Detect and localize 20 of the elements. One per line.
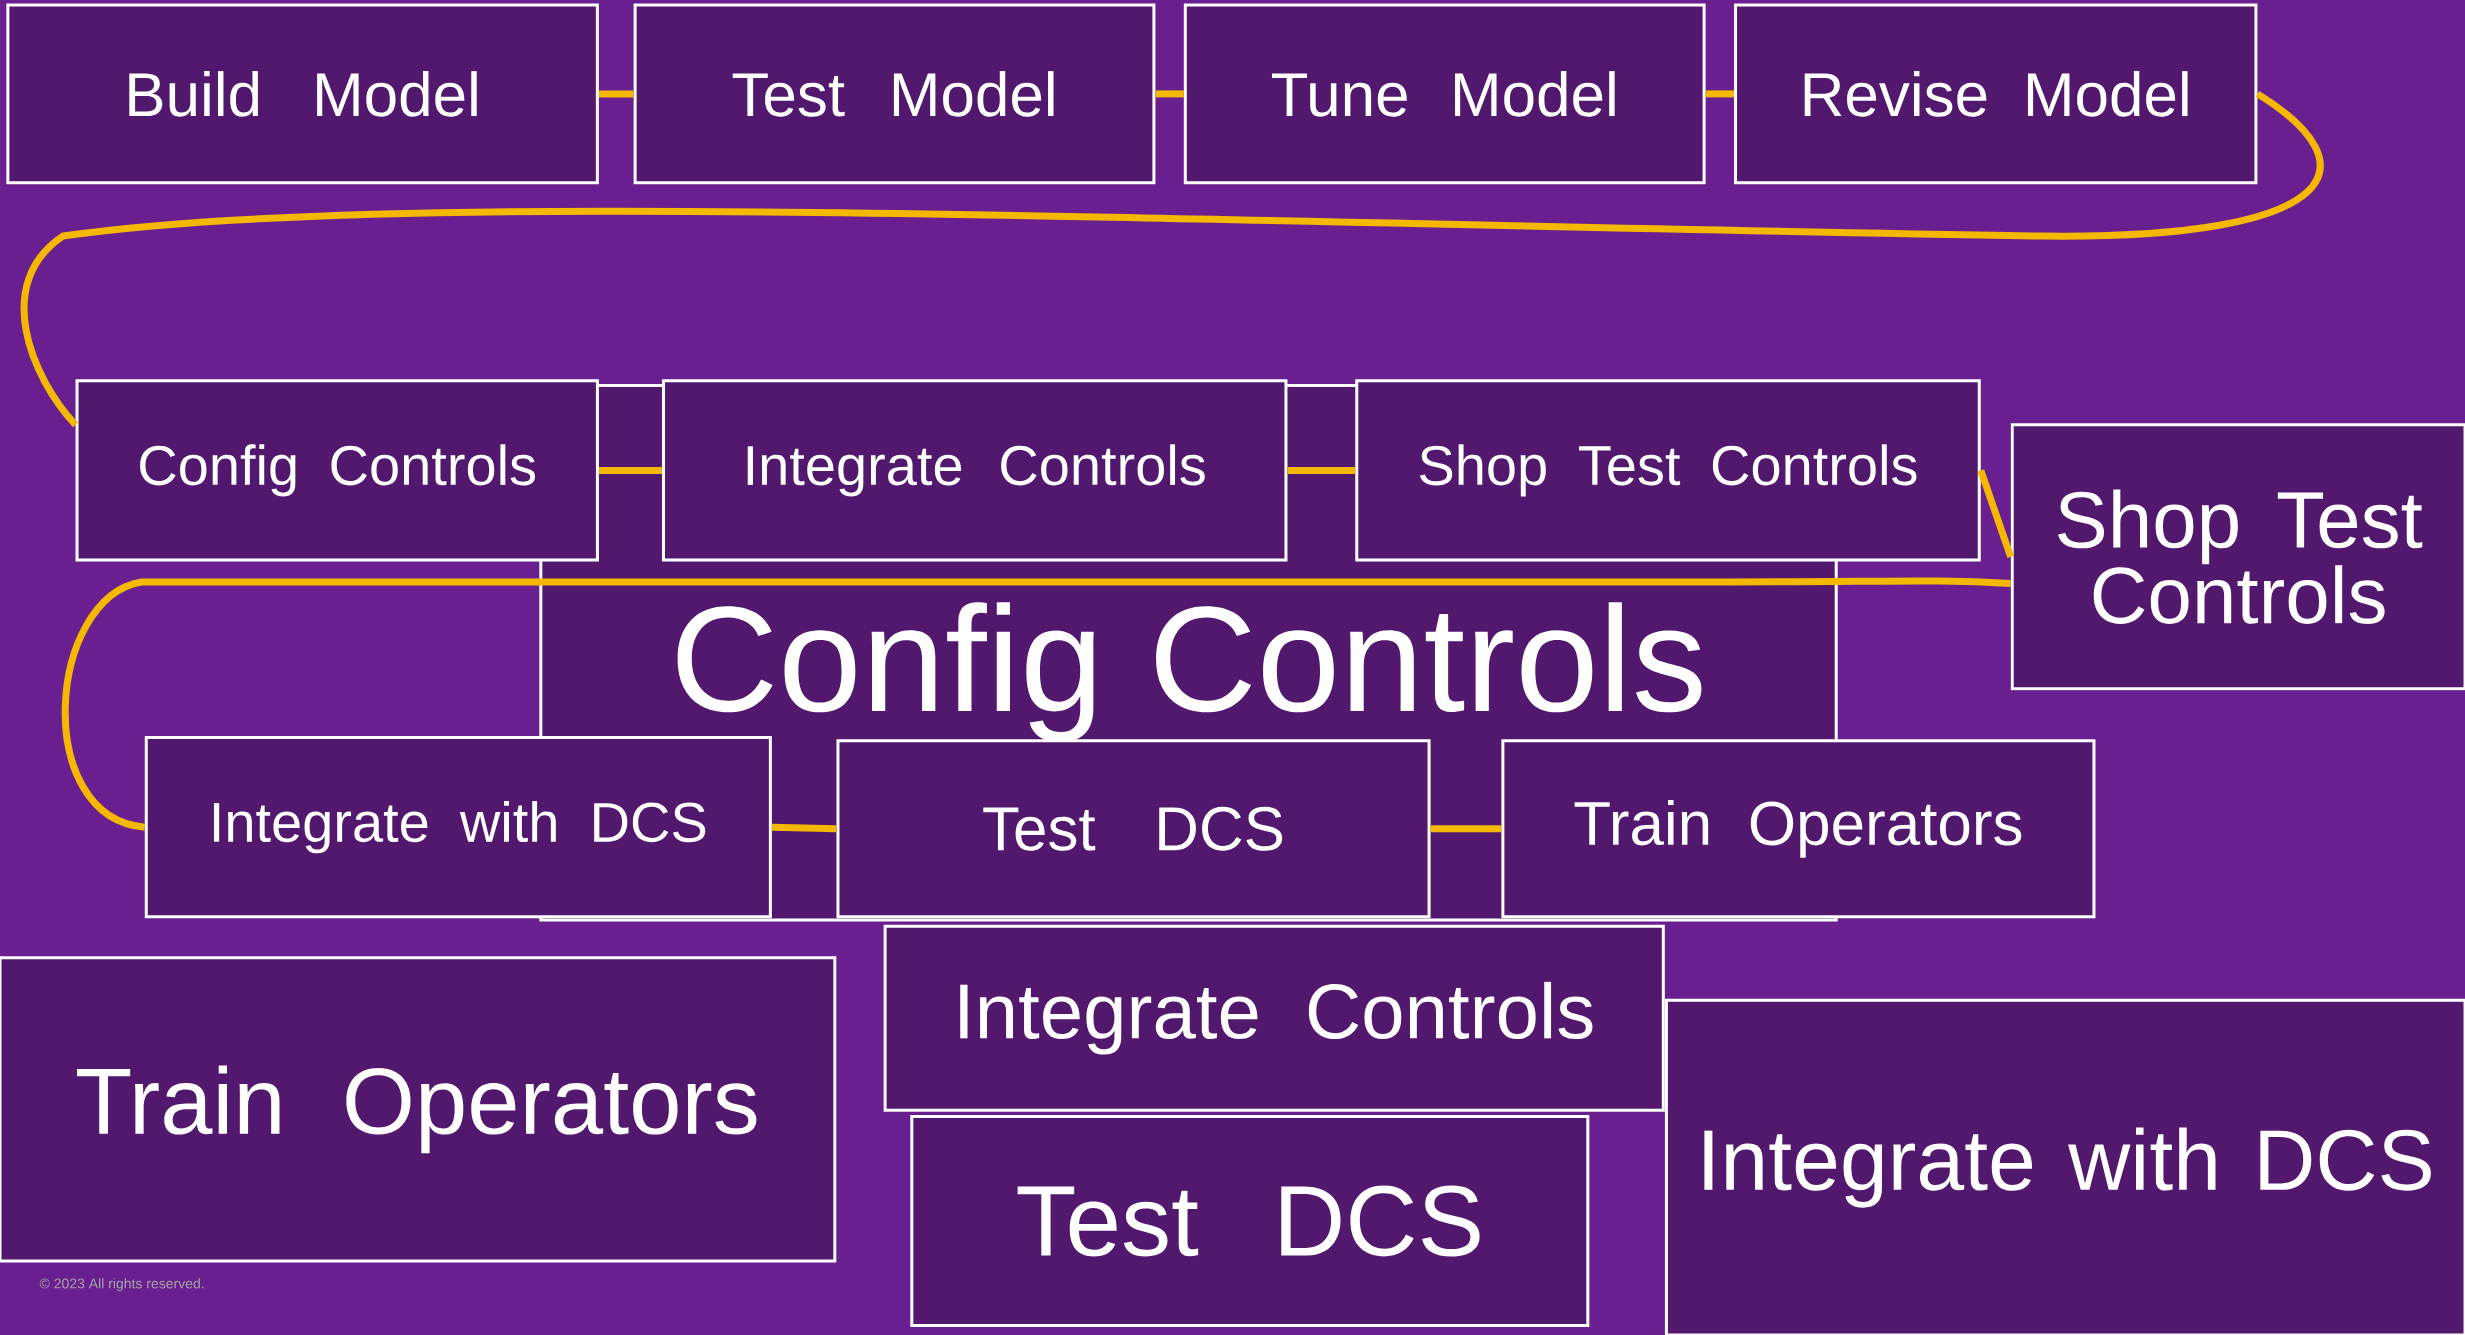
process-box: Build Model <box>6 3 599 185</box>
process-box: Revise Model <box>1734 3 2258 185</box>
process-box: Train Operators <box>1501 739 2096 919</box>
process-box: Integrate Controls <box>661 379 1288 562</box>
process-box: Test DCS <box>836 739 1431 919</box>
process-box: Integrate with DCS <box>1664 998 2465 1335</box>
process-box: Shop Test Controls <box>1355 379 1981 562</box>
process-box: Integrate with DCS <box>144 736 772 919</box>
process-box: Test DCS <box>910 1114 1590 1328</box>
connector-line <box>1430 825 1502 833</box>
process-box: Integrate Controls <box>883 924 1665 1112</box>
process-box: Test Model <box>633 3 1156 185</box>
process-box: Config Controls <box>75 379 599 562</box>
process-box: Shop Test Controls <box>2010 423 2465 691</box>
connector-line <box>1977 469 2015 558</box>
process-box: Tune Model <box>1183 3 1706 185</box>
connector-line <box>21 91 2322 427</box>
connector-line <box>771 823 837 833</box>
copyright-text: © 2023 All rights reserved. <box>39 1278 204 1292</box>
process-box: Train Operators <box>0 956 837 1263</box>
